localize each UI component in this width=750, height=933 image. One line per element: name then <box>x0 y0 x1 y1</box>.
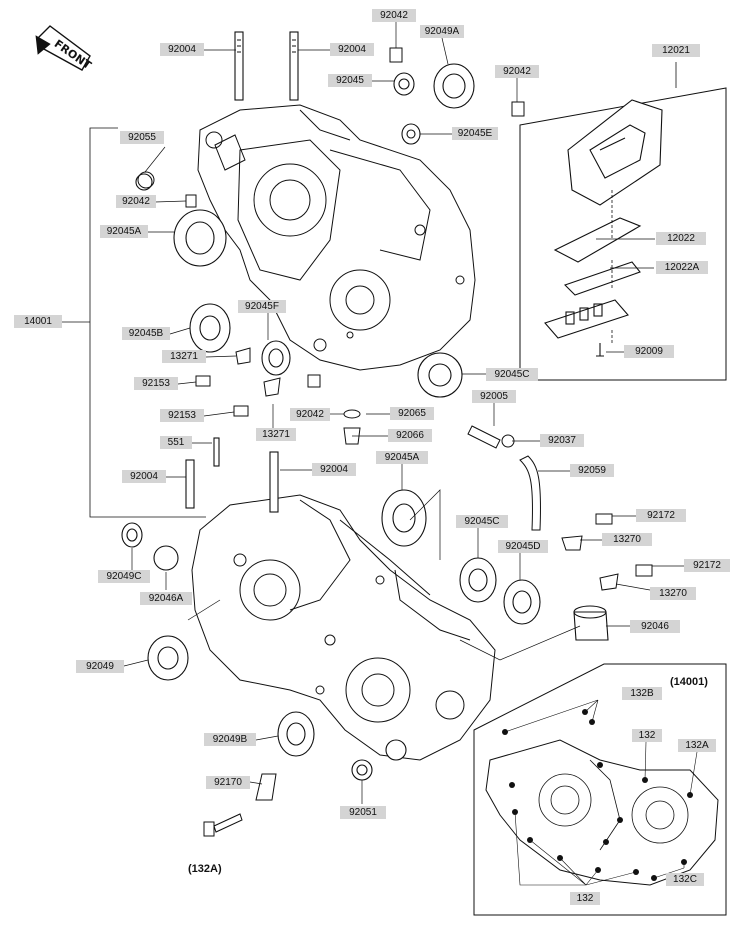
label-92045e: 92045E <box>452 127 498 140</box>
label-92065: 92065 <box>390 407 434 420</box>
label-132: 132 <box>632 729 662 742</box>
reference-14001: (14001) <box>670 676 708 688</box>
label-92049: 92049 <box>76 660 124 673</box>
label-92045: 92045 <box>328 74 372 87</box>
label-92049a: 92049A <box>420 25 464 38</box>
label-92051: 92051 <box>340 806 386 819</box>
label-92045b: 92045B <box>122 327 170 340</box>
bearings-and-seals <box>121 63 609 781</box>
label-92004: 92004 <box>122 470 166 483</box>
small-parts <box>137 47 653 837</box>
label-92170: 92170 <box>206 776 250 789</box>
label-132: 132 <box>570 892 600 905</box>
label-92042: 92042 <box>116 195 156 208</box>
label-92049c: 92049C <box>98 570 150 583</box>
label-92055: 92055 <box>120 131 164 144</box>
label-12022a: 12022A <box>656 261 708 274</box>
label-551: 551 <box>160 436 192 449</box>
label-92045a: 92045A <box>376 451 428 464</box>
label-92037: 92037 <box>540 434 584 447</box>
label-13271: 13271 <box>256 428 296 441</box>
reference-132a: (132A) <box>188 863 222 875</box>
label-92004: 92004 <box>330 43 374 56</box>
label-92046a: 92046A <box>140 592 192 605</box>
crankcase-right-half <box>197 104 476 371</box>
label-92059: 92059 <box>570 464 614 477</box>
label-92172: 92172 <box>684 559 730 572</box>
label-12022: 12022 <box>656 232 706 245</box>
label-92042: 92042 <box>495 65 539 78</box>
label-92045c: 92045C <box>456 515 508 528</box>
front-arrow-icon: FRONT <box>35 25 94 72</box>
label-92045c: 92045C <box>486 368 538 381</box>
label-92172: 92172 <box>636 509 686 522</box>
label-92045f: 92045F <box>238 300 286 313</box>
label-92004: 92004 <box>160 43 204 56</box>
label-92049b: 92049B <box>204 733 256 746</box>
label-13271: 13271 <box>162 350 206 363</box>
label-12021: 12021 <box>652 44 700 57</box>
label-92045a: 92045A <box>100 225 148 238</box>
crankcase-left-half <box>191 494 496 761</box>
label-13270: 13270 <box>650 587 696 600</box>
label-92045d: 92045D <box>498 540 548 553</box>
label-92066: 92066 <box>388 429 432 442</box>
label-92009: 92009 <box>624 345 674 358</box>
label-132c: 132C <box>666 873 704 886</box>
stud-bolts <box>185 31 299 513</box>
label-13270: 13270 <box>602 533 652 546</box>
label-132b: 132B <box>622 687 662 700</box>
label-92046: 92046 <box>630 620 680 633</box>
label-92153: 92153 <box>134 377 178 390</box>
label-92153: 92153 <box>160 409 204 422</box>
label-92042: 92042 <box>290 408 330 421</box>
label-92042: 92042 <box>372 9 416 22</box>
reed-valve-group <box>519 62 727 381</box>
label-92005: 92005 <box>472 390 516 403</box>
label-92004: 92004 <box>312 463 356 476</box>
label-132a: 132A <box>678 739 716 752</box>
inset-crankcase-view <box>473 663 727 916</box>
label-14001: 14001 <box>14 315 62 328</box>
